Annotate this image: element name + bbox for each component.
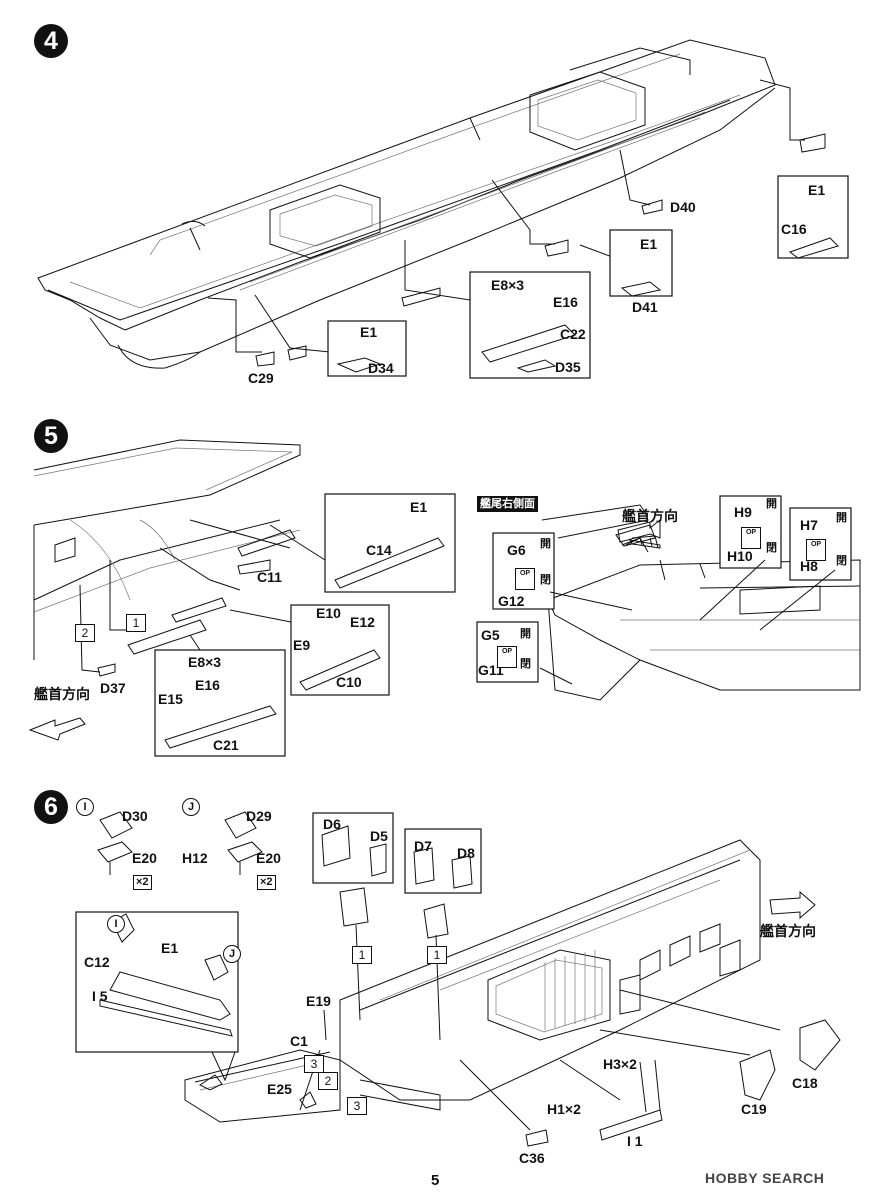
part-label: H12 [182,850,208,866]
part-label: E1 [410,499,428,515]
variant-mark-j: J [223,945,241,963]
stern-right-side-tag: 艦尾右側面 [477,496,538,512]
part-label: E20 [132,850,157,866]
closed-label: 閉 [766,541,777,554]
part-label: H10 [727,548,753,564]
closed-label: 閉 [520,657,531,670]
part-label: D5 [370,828,388,844]
part-label: D30 [122,808,148,824]
op-mark-icon: OP [741,527,761,549]
part-label: E1 [808,182,826,198]
part-label: C21 [213,737,239,753]
part-label: H1×2 [547,1101,581,1117]
part-label: C10 [336,674,362,690]
step-number-5: 5 [34,419,68,453]
part-label: E19 [306,993,331,1009]
part-label: C29 [248,370,274,386]
closed-label: 閉 [540,573,551,586]
part-label: E9 [293,637,311,653]
part-label: H8 [800,558,818,574]
part-label: D34 [368,360,394,376]
step4-hull-drawing [37,39,849,379]
page-number: 5 [431,1172,440,1189]
part-label: G5 [481,627,500,643]
closed-label: 閉 [836,554,847,567]
sequence-mark: 1 [427,946,447,964]
part-label: E20 [256,850,281,866]
step5-left-drawing [28,439,456,757]
part-label: C11 [257,569,282,585]
sequence-mark: 1 [352,946,372,964]
part-label: I 5 [92,988,108,1004]
part-label: E15 [158,691,183,707]
sequence-mark: 2 [75,624,95,642]
open-label: 開 [766,497,777,510]
multiplier-badge: ×2 [133,875,152,890]
part-label: E16 [553,294,578,310]
part-label: C1 [290,1033,308,1049]
part-label: C16 [781,221,807,237]
sequence-mark: 2 [318,1072,338,1090]
multiplier-badge: ×2 [257,875,276,890]
part-label: E10 [316,605,341,621]
part-label: D7 [414,838,432,854]
op-text: OP [501,648,513,655]
part-label: D41 [632,299,658,315]
watermark: HOBBY SEARCH [705,1170,825,1186]
op-text: OP [745,529,757,536]
part-label: E12 [350,614,375,630]
part-label: C22 [560,326,586,342]
part-label: E25 [267,1081,292,1097]
part-label: C18 [792,1075,818,1091]
sequence-mark: 3 [347,1097,367,1115]
part-label: E8×3 [491,277,525,293]
op-text: OP [810,541,822,548]
part-label: D29 [246,808,272,824]
part-label: D6 [323,816,341,832]
part-label: C14 [366,542,392,558]
op-mark-icon: OP [515,568,535,590]
bow-direction-label: 艦首方向 [622,509,678,525]
part-label: D8 [457,845,475,861]
part-label: D35 [555,359,581,375]
op-mark-icon: OP [497,646,517,668]
step-number-4: 4 [34,24,68,58]
part-label: G6 [507,542,526,558]
open-label: 開 [836,511,847,524]
sequence-mark: 1 [126,614,146,632]
part-label: E16 [195,677,220,693]
bow-direction-label: 艦首方向 [760,924,816,940]
sequence-mark: 3 [304,1055,324,1073]
part-label: E1 [640,236,658,252]
part-label: E1 [360,324,378,340]
part-label: H9 [734,504,752,520]
variant-mark-j: J [182,798,200,816]
part-label: C19 [741,1101,767,1117]
part-label: D40 [670,199,696,215]
part-label: H3×2 [603,1056,637,1072]
bow-direction-label: 艦首方向 [34,687,90,703]
variant-mark-i: I [76,798,94,816]
open-label: 開 [520,627,531,640]
part-label: D37 [100,680,126,696]
open-label: 開 [540,537,551,550]
op-mark-icon: OP [806,539,826,561]
part-label: I 1 [627,1133,643,1149]
part-label: C12 [84,954,110,970]
op-text: OP [519,570,531,577]
part-label: E1 [161,940,179,956]
step6-drawing [75,518,841,1147]
variant-mark-i: I [107,915,125,933]
part-label: C36 [519,1150,545,1166]
part-label: G12 [498,593,525,609]
step-number-6: 6 [34,790,68,824]
part-label: H7 [800,517,818,533]
part-label: E8×3 [188,654,222,670]
